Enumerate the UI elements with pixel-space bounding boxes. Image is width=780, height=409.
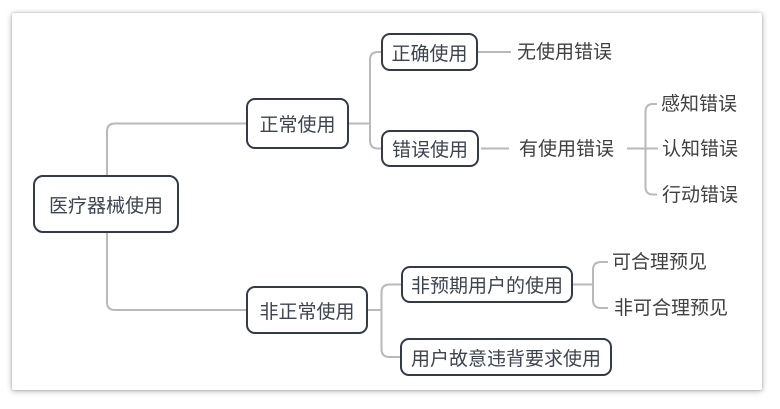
leaf-not-reasonably-foreseeable: 非可合理预见 <box>614 297 729 319</box>
leaf-reasonably-foreseeable: 可合理预见 <box>612 251 708 273</box>
leaf-no-use-error: 无使用错误 <box>517 41 613 63</box>
leaf-action-error: 行动错误 <box>662 184 739 206</box>
node-intentional-violation-use: 用户故意违背要求使用 <box>400 338 612 376</box>
leaf-cognition-error: 认知错误 <box>662 138 739 160</box>
node-correct-use: 正确使用 <box>381 33 478 71</box>
node-unintended-user-use: 非预期用户的使用 <box>401 266 573 303</box>
node-erroneous-use: 错误使用 <box>381 130 479 167</box>
node-abnormal-use: 非正常使用 <box>246 286 368 334</box>
leaf-has-use-error: 有使用错误 <box>519 138 615 160</box>
leaf-perception-error: 感知错误 <box>661 93 738 115</box>
node-medical-device-use: 医疗器械使用 <box>33 175 179 233</box>
node-normal-use: 正常使用 <box>246 98 349 149</box>
